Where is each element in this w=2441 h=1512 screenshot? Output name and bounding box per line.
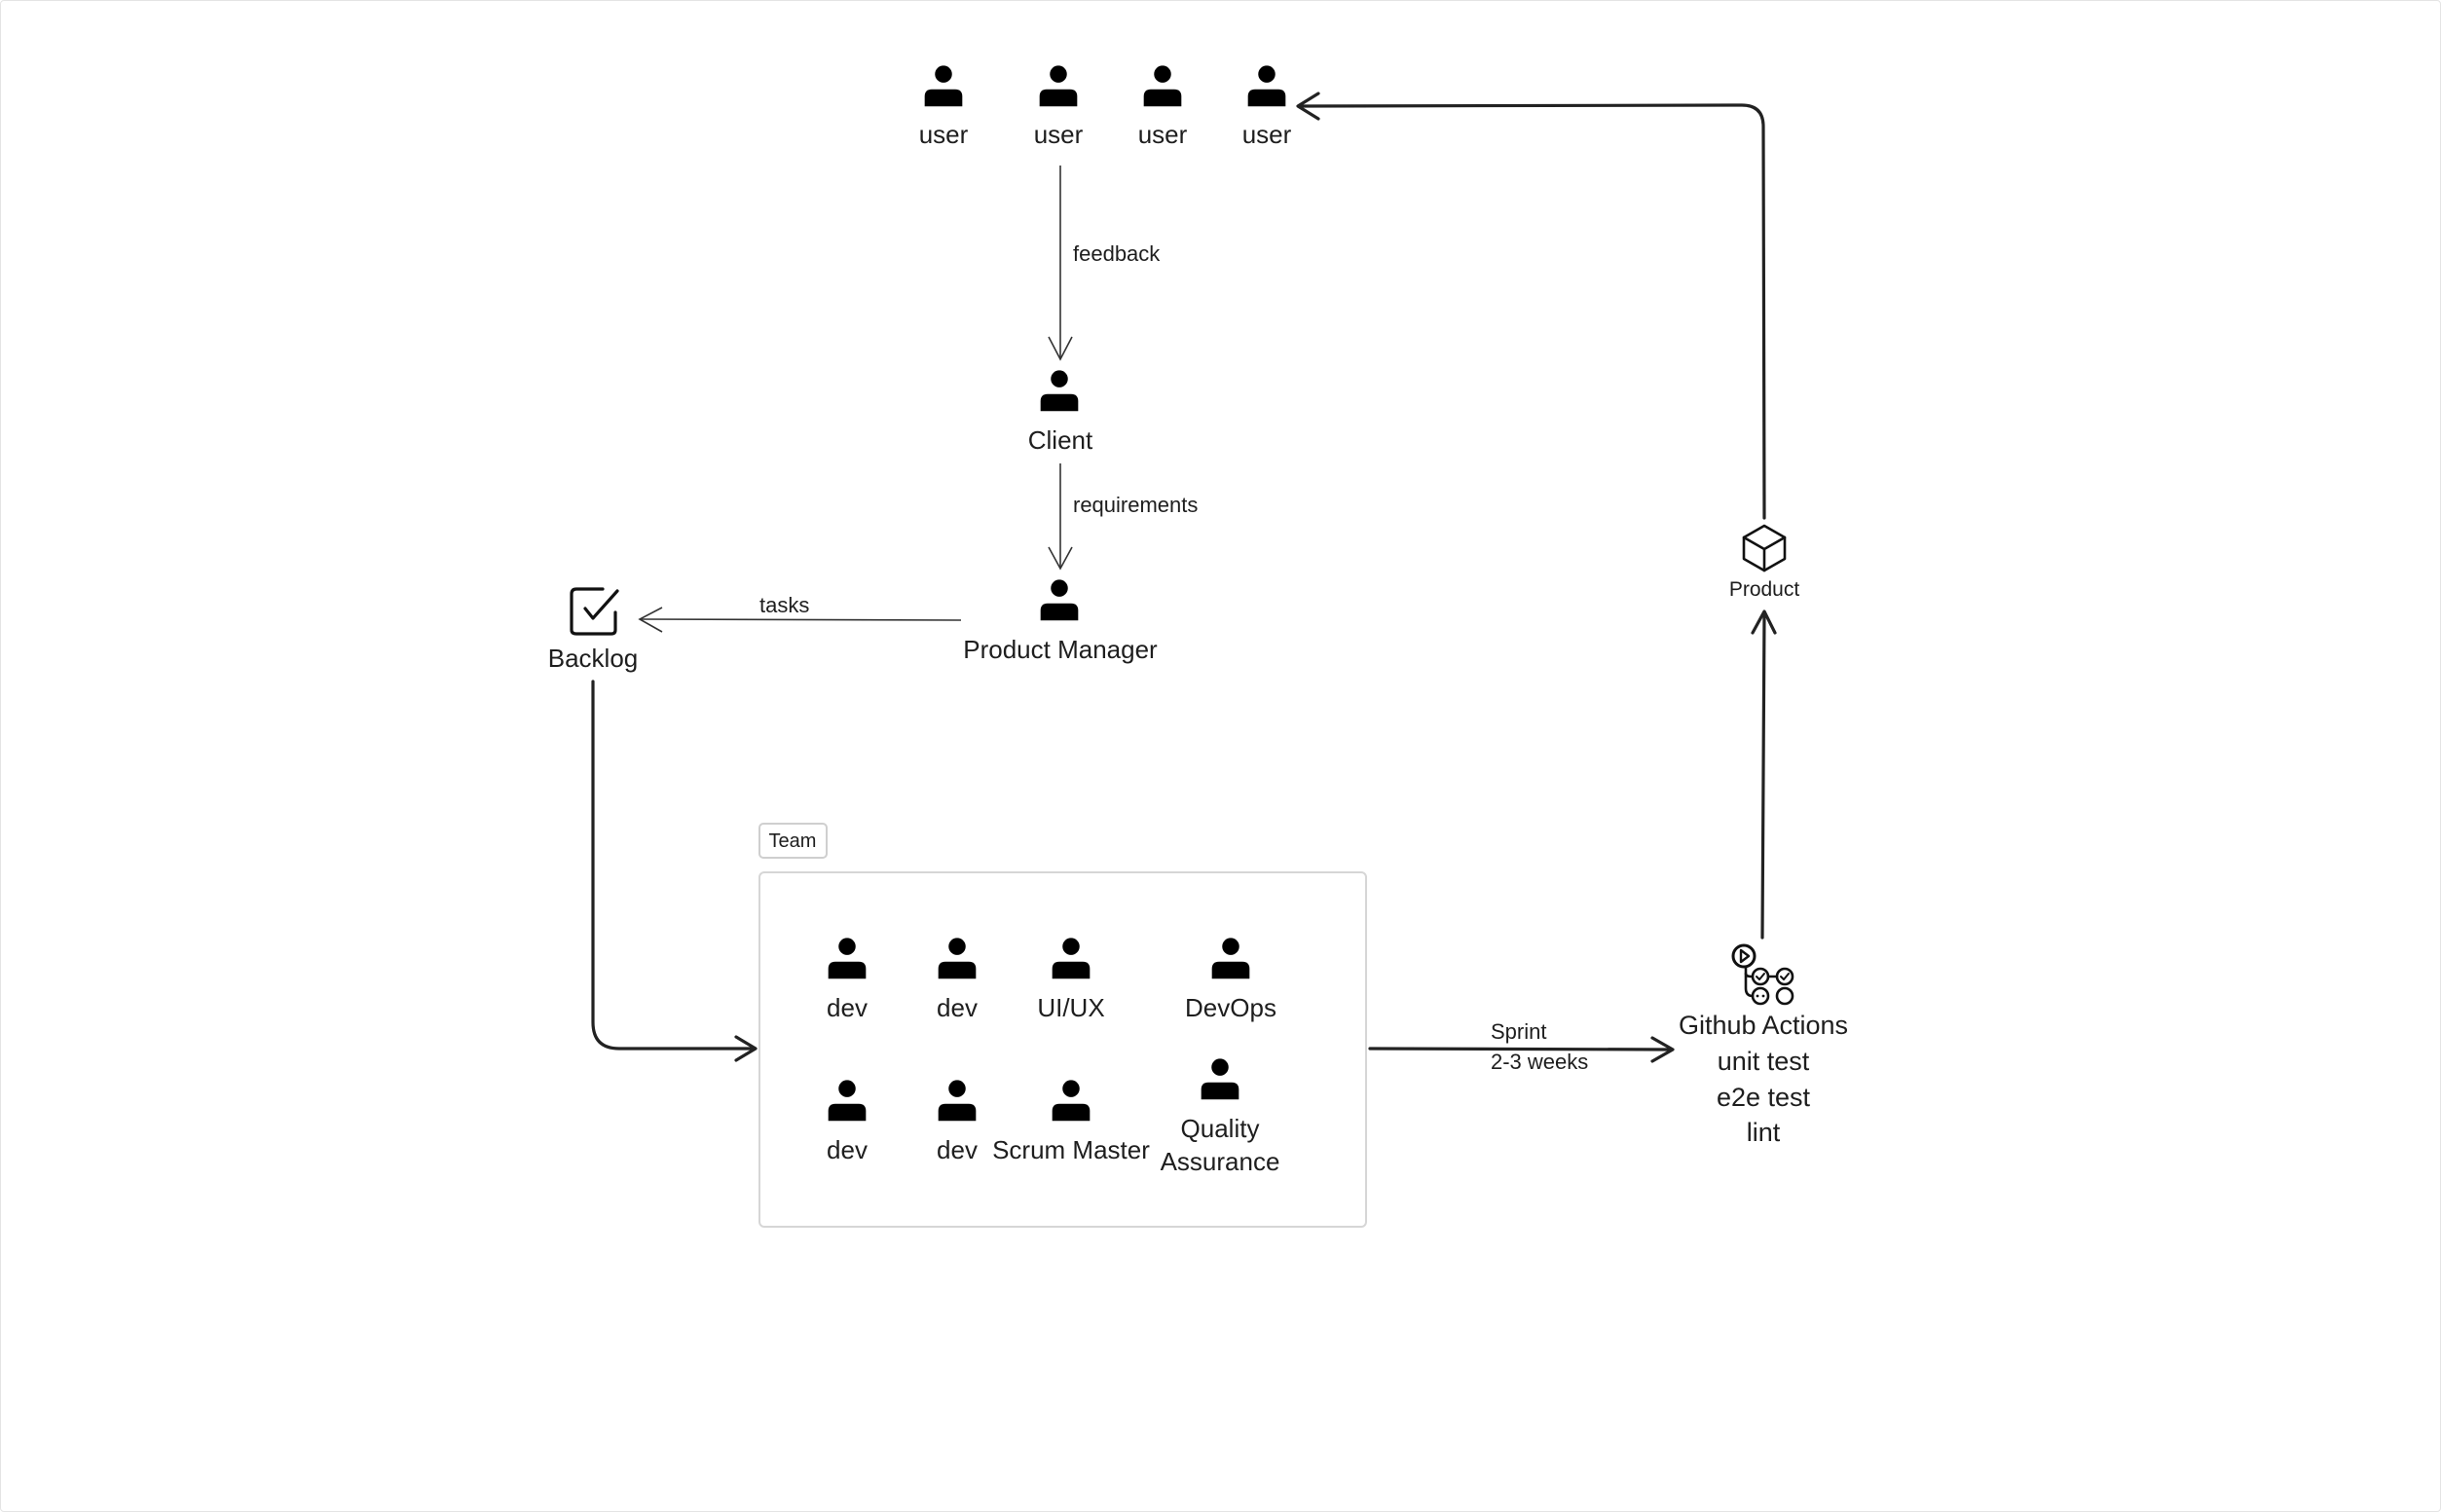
member-label: DevOps — [1185, 993, 1276, 1022]
sprint-arrow[interactable] — [1368, 1036, 1675, 1063]
user-node[interactable]: user — [1138, 65, 1188, 149]
user-node[interactable]: user — [1242, 65, 1292, 149]
product-label: Product — [1729, 578, 1800, 601]
ci-to-product-arrow[interactable] — [1751, 609, 1777, 940]
team-member[interactable]: dev — [827, 1080, 868, 1164]
client-node[interactable]: Client — [1028, 370, 1093, 455]
client-label: Client — [1028, 425, 1093, 455]
team-member[interactable]: Quality Assurance — [1161, 1058, 1280, 1176]
member-label: UI/UX — [1037, 993, 1104, 1022]
cube-icon — [1742, 524, 1787, 572]
member-label-line2: Assurance — [1161, 1147, 1280, 1176]
user-label: user — [919, 120, 969, 149]
user-node[interactable]: user — [919, 65, 969, 149]
team-member[interactable]: UI/UX — [1037, 938, 1105, 1022]
sprint-label: Sprint — [1491, 1019, 1546, 1044]
backlog-node[interactable]: Backlog — [548, 587, 639, 673]
product-manager-label: Product Manager — [963, 635, 1158, 664]
product-node[interactable]: Product — [1729, 524, 1800, 601]
member-label-line1: Quality — [1181, 1114, 1260, 1143]
user-label: user — [1242, 120, 1292, 149]
checkbox-icon — [570, 587, 619, 636]
member-label: dev — [827, 993, 868, 1022]
person-icon — [1040, 370, 1079, 412]
team-member[interactable]: dev — [827, 938, 868, 1022]
tasks-arrow[interactable] — [638, 607, 962, 633]
ci-step-lint: lint — [1747, 1118, 1781, 1147]
feedback-label: feedback — [1073, 241, 1161, 266]
requirements-label: requirements — [1073, 493, 1198, 517]
backlog-to-team-arrow[interactable] — [591, 680, 758, 1062]
team-title: Team — [769, 830, 817, 852]
person-icon — [1247, 65, 1286, 107]
product-manager-node[interactable]: Product Manager — [963, 579, 1158, 664]
person-icon — [1143, 65, 1182, 107]
user-node[interactable]: user — [1034, 65, 1084, 149]
team-member[interactable]: DevOps — [1185, 938, 1276, 1022]
team-member[interactable]: dev — [937, 1080, 978, 1164]
user-label: user — [1138, 120, 1188, 149]
member-label: Scrum Master — [992, 1135, 1150, 1164]
ci-step-e2e-test: e2e test — [1717, 1083, 1811, 1112]
product-to-users-arrow[interactable] — [1296, 92, 1766, 520]
backlog-label: Backlog — [548, 644, 639, 673]
team-container[interactable] — [758, 871, 1367, 1228]
ci-step-unit-test: unit test — [1718, 1047, 1810, 1076]
github-actions-title: Github Actions — [1679, 1011, 1848, 1040]
team-member[interactable]: dev — [937, 938, 978, 1022]
sprint-duration-label: 2-3 weeks — [1491, 1050, 1588, 1074]
tasks-label: tasks — [759, 593, 809, 617]
member-label: dev — [937, 1135, 978, 1164]
team-member[interactable]: Scrum Master — [992, 1080, 1150, 1164]
person-icon — [1040, 579, 1079, 621]
person-icon — [924, 65, 963, 107]
member-label: dev — [937, 993, 978, 1022]
github-actions-icon — [1731, 943, 1794, 1006]
github-actions-node[interactable]: Github Actions unit test e2e test lint — [1679, 943, 1848, 1147]
feedback-arrow[interactable] — [1048, 166, 1073, 361]
requirements-arrow[interactable] — [1048, 463, 1073, 571]
member-label: dev — [827, 1135, 868, 1164]
person-icon — [1039, 65, 1078, 107]
team-tag[interactable]: Team — [758, 823, 828, 859]
user-label: user — [1034, 120, 1084, 149]
